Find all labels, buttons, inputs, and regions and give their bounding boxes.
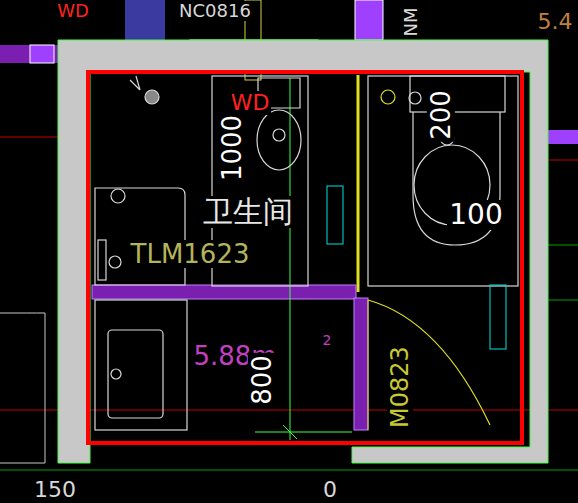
plan-label: 150 — [32, 478, 78, 502]
plan-label: TLM1623 — [129, 240, 252, 268]
plan-label: 0 — [321, 478, 339, 502]
plan-label: 5.4 — [536, 10, 575, 34]
plan-label: NC0816 — [177, 1, 253, 21]
dimension-text: 1000 — [218, 113, 246, 183]
plan-label: 2 — [321, 332, 334, 348]
plan-label: WD — [229, 91, 272, 115]
dimension-text: 800 — [248, 353, 276, 407]
dimension-text: 200 — [427, 88, 455, 142]
plan-label: 100 — [447, 200, 504, 230]
plan-label: WD — [55, 1, 91, 21]
dimension-text: NM — [400, 6, 420, 39]
plan-label: 卫生间 — [201, 196, 295, 228]
dimension-text: M0823 — [387, 344, 413, 430]
